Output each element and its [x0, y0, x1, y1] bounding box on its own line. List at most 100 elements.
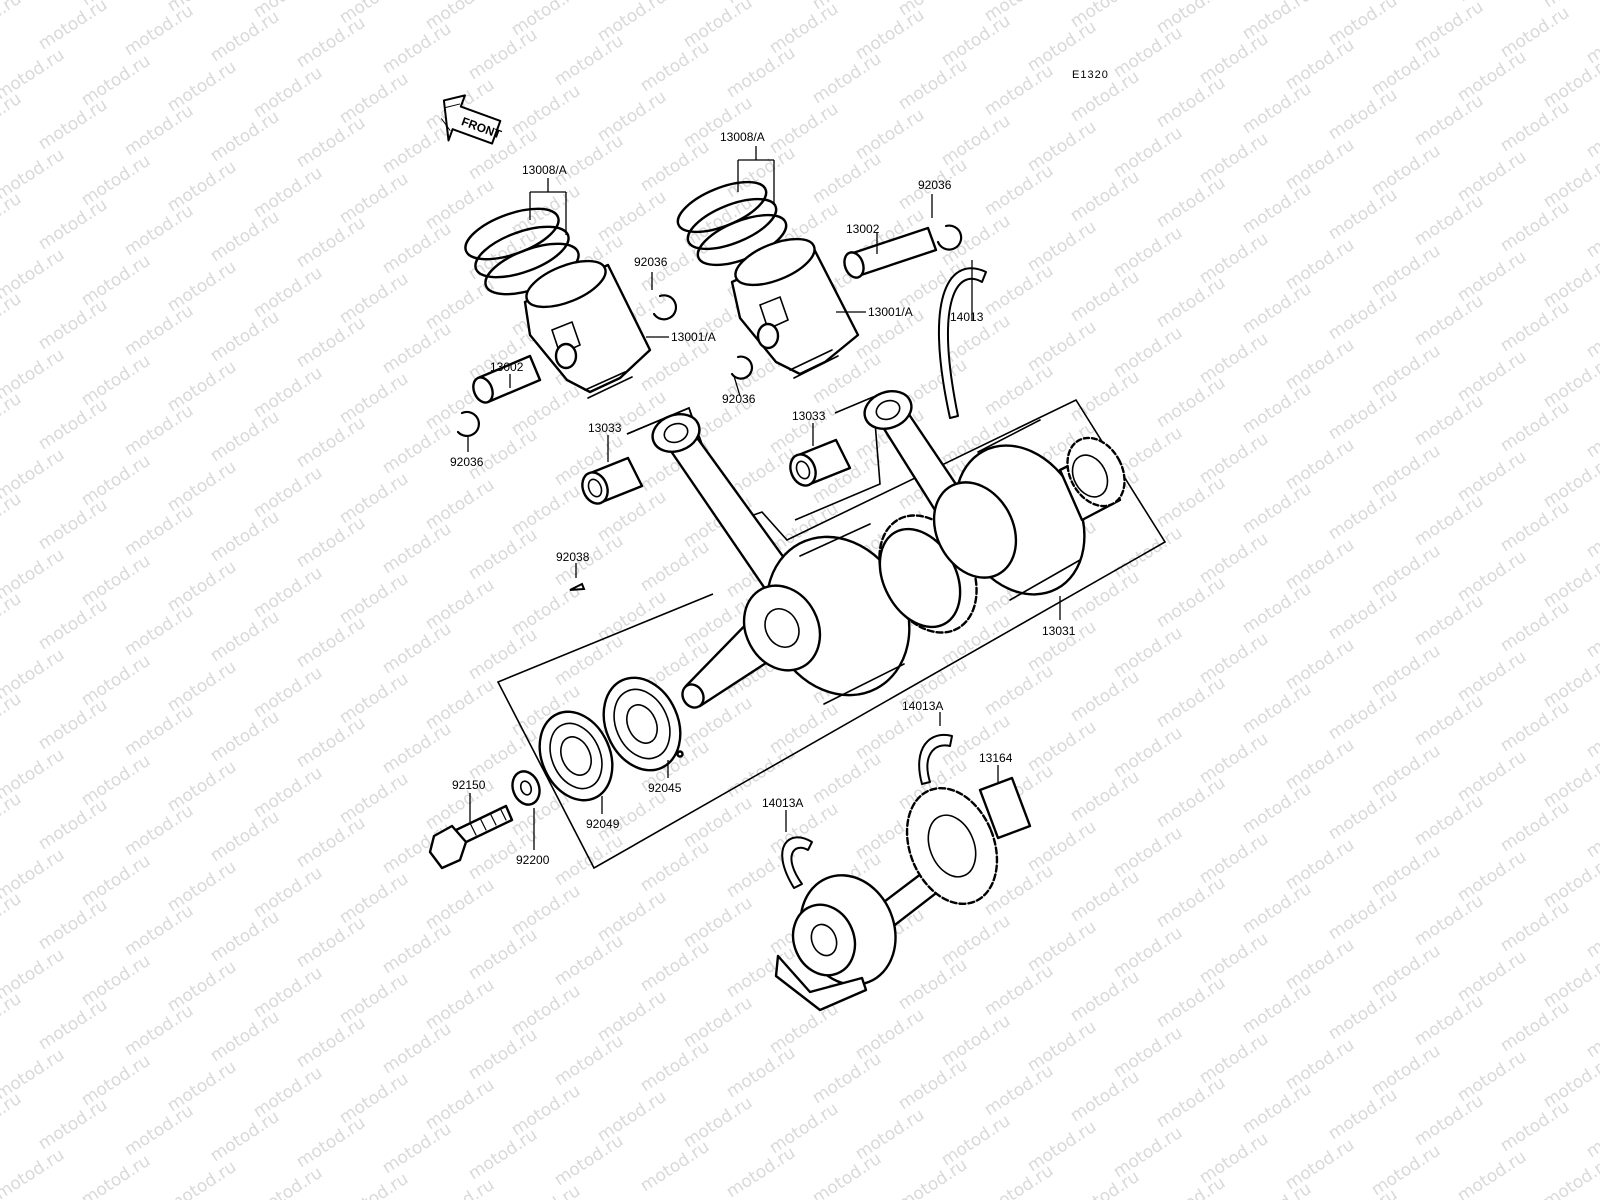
callout-metal-right: 14013: [950, 310, 984, 324]
watermark-text: motod.ru: [293, 313, 369, 372]
watermark-text: motod.ru: [1067, 667, 1143, 726]
watermark-text: motod.ru: [35, 395, 111, 454]
callout-labels: 13008/A 13008/A 92036 13002 92036 13001/…: [450, 130, 1076, 867]
balancer-shaft: [774, 776, 1032, 1012]
watermark-text: motod.ru: [637, 1037, 713, 1096]
watermark-text: motod.ru: [207, 907, 283, 966]
diagram-code: E1320: [1072, 69, 1109, 81]
watermark-text: motod.ru: [1239, 279, 1315, 338]
watermark-text: motod.ru: [121, 301, 197, 360]
watermark-text: motod.ru: [723, 43, 799, 102]
watermark-text: motod.ru: [1153, 73, 1229, 132]
watermark-text: motod.ru: [1454, 1147, 1530, 1200]
watermark-text: motod.ru: [637, 937, 713, 996]
watermark-text: motod.ru: [1411, 91, 1487, 150]
watermark-text: motod.ru: [1153, 373, 1229, 432]
watermark-text: motod.ru: [121, 101, 197, 160]
watermark-text: motod.ru: [0, 189, 25, 248]
watermark-text: motod.ru: [1153, 773, 1229, 832]
watermark-text: motod.ru: [0, 989, 25, 1048]
watermark-text: motod.ru: [1325, 985, 1401, 1044]
watermark-text: motod.ru: [723, 1143, 799, 1200]
watermark-text: motod.ru: [1239, 779, 1315, 838]
piston-left: [523, 259, 652, 399]
watermark-text: motod.ru: [1153, 1073, 1229, 1132]
watermark-text: motod.ru: [1325, 785, 1401, 844]
watermark-text: motod.ru: [0, 289, 25, 348]
watermark-text: motod.ru: [293, 13, 369, 72]
watermark-text: motod.ru: [1540, 353, 1600, 412]
watermark-text: motod.ru: [1540, 853, 1600, 912]
callout-key: 92038: [556, 550, 590, 564]
watermark-text: motod.ru: [1583, 303, 1600, 362]
watermark-text: motod.ru: [981, 961, 1057, 1020]
watermark-text: motod.ru: [1540, 253, 1600, 312]
watermark-text: motod.ru: [422, 1175, 498, 1200]
watermark-text: motod.ru: [1583, 103, 1600, 162]
watermark-text: motod.ru: [35, 595, 111, 654]
watermark-text: motod.ru: [293, 1013, 369, 1072]
circlip-right-mid: [730, 355, 753, 380]
watermark-text: motod.ru: [981, 661, 1057, 720]
watermark-text: motod.ru: [1497, 197, 1573, 256]
watermark-text: motod.ru: [637, 837, 713, 896]
watermark-text: motod.ru: [1325, 185, 1401, 244]
watermark-text: motod.ru: [35, 295, 111, 354]
watermark-text: motod.ru: [465, 625, 541, 684]
circlip-right-top: [936, 224, 963, 251]
balancer-metal-top: [918, 733, 953, 785]
watermark-text: motod.ru: [895, 955, 971, 1014]
watermark-text: motod.ru: [809, 1149, 885, 1200]
watermark-text: motod.ru: [293, 213, 369, 272]
callout-oil-seal: 92049: [586, 817, 620, 831]
watermark-text: motod.ru: [551, 831, 627, 890]
watermark-text: motod.ru: [1239, 379, 1315, 438]
watermark-text: motod.ru: [121, 801, 197, 860]
watermark-text: motod.ru: [379, 419, 455, 478]
piston-pin-right: [843, 226, 938, 279]
watermark-text: motod.ru: [1583, 203, 1600, 262]
watermark-text: motod.ru: [1153, 873, 1229, 932]
watermark-text: motod.ru: [1153, 473, 1229, 532]
watermark-text: motod.ru: [0, 1145, 68, 1200]
callout-clip-mid-right: 92036: [722, 392, 756, 406]
balancer-metal-bottom: [781, 836, 813, 889]
watermark-text: motod.ru: [981, 261, 1057, 320]
callout-washer: 92200: [516, 853, 550, 867]
callout-balancer: 13164: [979, 751, 1013, 765]
watermark-text: motod.ru: [809, 49, 885, 108]
watermark-text: motod.ru: [336, 1169, 412, 1200]
watermark-text: motod.ru: [1497, 897, 1573, 956]
piston-right: [730, 237, 860, 379]
watermark-text: motod.ru: [1325, 85, 1401, 144]
watermark-text: motod.ru: [551, 1031, 627, 1090]
callout-metal-a-bottom: 14013A: [762, 796, 803, 810]
watermark-text: motod.ru: [379, 719, 455, 778]
watermark-text: motod.ru: [1239, 679, 1315, 738]
watermark-text: motod.ru: [207, 807, 283, 866]
watermark-text: motod.ru: [809, 749, 885, 808]
watermark-text: motod.ru: [293, 413, 369, 472]
watermark-text: motod.ru: [551, 1131, 627, 1190]
watermark-text: motod.ru: [723, 1043, 799, 1102]
watermark-text: motod.ru: [1411, 191, 1487, 250]
watermark-text: motod.ru: [293, 713, 369, 772]
woodruff-key: [569, 582, 586, 591]
watermark-text: motod.ru: [35, 795, 111, 854]
watermark-text: motod.ru: [1153, 173, 1229, 232]
watermark-text: motod.ru: [1067, 167, 1143, 226]
watermark-text: motod.ru: [1540, 53, 1600, 112]
watermark-text: motod.ru: [293, 1113, 369, 1172]
callout-bearing-right: 13033: [792, 409, 826, 423]
watermark-text: motod.ru: [293, 613, 369, 672]
watermark-text: motod.ru: [207, 7, 283, 66]
watermark-text: motod.ru: [1325, 1185, 1401, 1200]
watermark-text: motod.ru: [1583, 1003, 1600, 1062]
watermark-text: motod.ru: [465, 225, 541, 284]
watermark-text: motod.ru: [121, 401, 197, 460]
circlip-left-top: [652, 294, 678, 321]
watermark-text: motod.ru: [1540, 153, 1600, 212]
watermark-text: motod.ru: [1153, 1173, 1229, 1200]
watermark-text: motod.ru: [1325, 1085, 1401, 1144]
